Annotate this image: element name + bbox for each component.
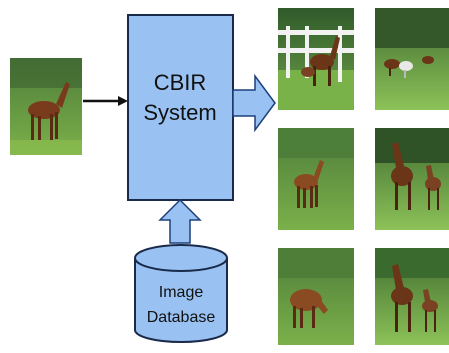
database-label-line2: Database <box>147 309 216 326</box>
query-image <box>10 58 82 155</box>
result-image-5 <box>278 248 354 345</box>
database-label-line1: Image <box>159 284 204 301</box>
system-label-line2: System <box>143 100 216 125</box>
result-image-3 <box>278 128 354 230</box>
database-arrow <box>158 198 202 244</box>
result-image-1 <box>278 8 354 110</box>
cbir-system-box: CBIR System <box>127 14 234 201</box>
result-image-6 <box>375 248 449 345</box>
input-arrow <box>83 96 128 106</box>
system-label-line1: CBIR <box>154 70 207 95</box>
output-arrow <box>232 73 276 133</box>
image-database-cylinder: Image Database <box>134 244 228 343</box>
result-image-4 <box>375 128 449 230</box>
result-image-2 <box>375 8 449 110</box>
